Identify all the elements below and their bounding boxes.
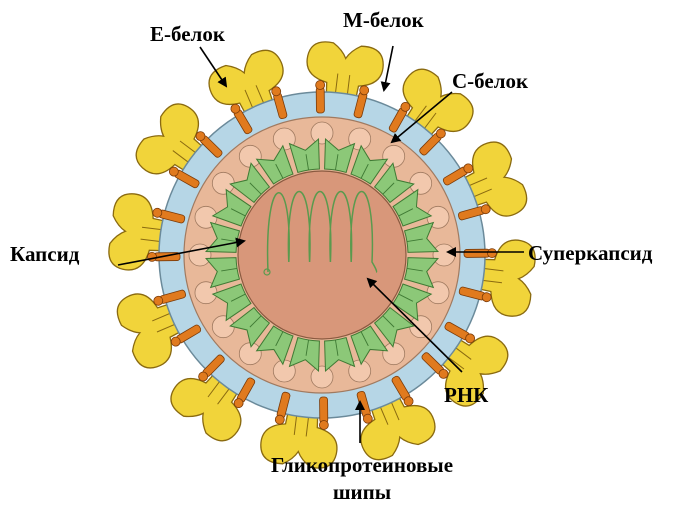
m-protein	[464, 249, 497, 258]
m-protein-knob	[487, 249, 496, 258]
e-protein-label: Е-белок	[150, 24, 225, 45]
capsid-label: Капсид	[10, 244, 79, 265]
m-protein-rod	[316, 87, 324, 113]
m-protein-knob	[147, 252, 156, 261]
c-protein-bump	[311, 366, 333, 388]
m-protein	[316, 80, 325, 113]
c-protein-bump	[410, 316, 432, 338]
spikes-label-line2: шипы	[222, 482, 502, 503]
c-protein-bump	[239, 343, 261, 365]
m-protein-pointer	[384, 46, 393, 90]
spikes-label-line1: Гликопротеиновые	[222, 455, 502, 476]
supercapsid-label: Суперкапсид	[528, 243, 652, 264]
c-protein-label: С-белок	[452, 71, 528, 92]
c-protein-bump	[383, 343, 405, 365]
m-protein	[319, 397, 328, 430]
m-protein-label: М-белок	[343, 10, 424, 31]
m-protein-knob	[316, 80, 325, 89]
c-protein-bump	[212, 172, 234, 194]
c-protein-bump	[433, 244, 455, 266]
m-protein-knob	[319, 420, 328, 429]
c-protein-bump	[383, 145, 405, 167]
c-protein-bump	[239, 145, 261, 167]
m-protein-rod	[464, 249, 490, 257]
m-protein-rod	[320, 397, 328, 423]
c-protein-bump	[311, 122, 333, 144]
c-protein-bump	[212, 316, 234, 338]
c-protein-bump	[410, 172, 432, 194]
nucleoid-core	[238, 171, 406, 339]
rna-label: РНК	[444, 385, 488, 406]
